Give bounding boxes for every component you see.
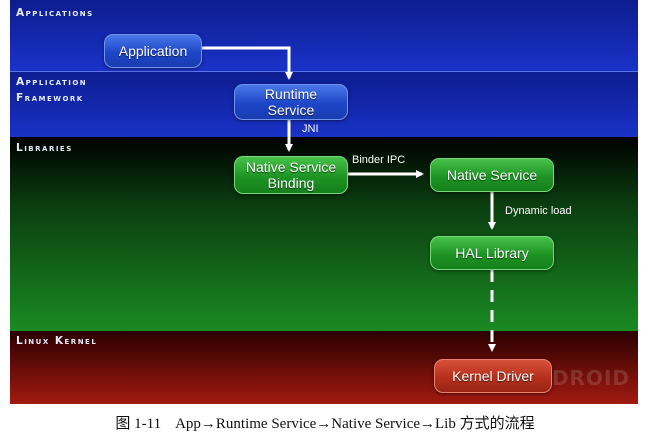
- application-node-label: Application: [118, 43, 188, 59]
- hal-library-node-label: HAL Library: [455, 245, 529, 261]
- figure-caption-text: App→Runtime Service→Native Service→Lib 方…: [175, 416, 535, 432]
- connector-arrows: [198, 46, 496, 352]
- arrow-application-to-runtime: [198, 46, 293, 80]
- kernel-driver-node-label: Kernel Driver: [452, 368, 534, 384]
- hal-library-node: HAL Library: [430, 236, 554, 270]
- dynamic-load-edge-label: Dynamic load: [505, 205, 572, 217]
- kernel-driver-node: Kernel Driver: [434, 359, 552, 393]
- jni-edge-label: JNI: [302, 123, 319, 135]
- figure-caption: 图 1-11 App→Runtime Service→Native Service…: [0, 414, 650, 434]
- native-service-binding-node: Native Service Binding: [234, 156, 348, 194]
- runtime-service-node-label: Runtime Service: [264, 86, 318, 118]
- application-framework-layer-label: Application Framework: [16, 76, 88, 104]
- linux-kernel-layer-label: Linux Kernel: [16, 335, 98, 347]
- libraries-layer-label: Libraries: [16, 142, 73, 154]
- native-service-binding-node-label: Native Service Binding: [245, 159, 337, 191]
- native-service-node-label: Native Service: [446, 167, 538, 183]
- binder-ipc-edge-label: Binder IPC: [352, 154, 406, 166]
- native-service-node: Native Service: [430, 158, 554, 192]
- application-node: Application: [104, 34, 202, 68]
- applications-layer-label: Applications: [16, 7, 94, 19]
- architecture-diagram: Applications Application Framework Libra…: [10, 0, 638, 404]
- figure-number: 图 1-11: [115, 416, 162, 432]
- runtime-service-node: Runtime Service: [234, 84, 348, 120]
- android-watermark: DROID: [551, 366, 630, 390]
